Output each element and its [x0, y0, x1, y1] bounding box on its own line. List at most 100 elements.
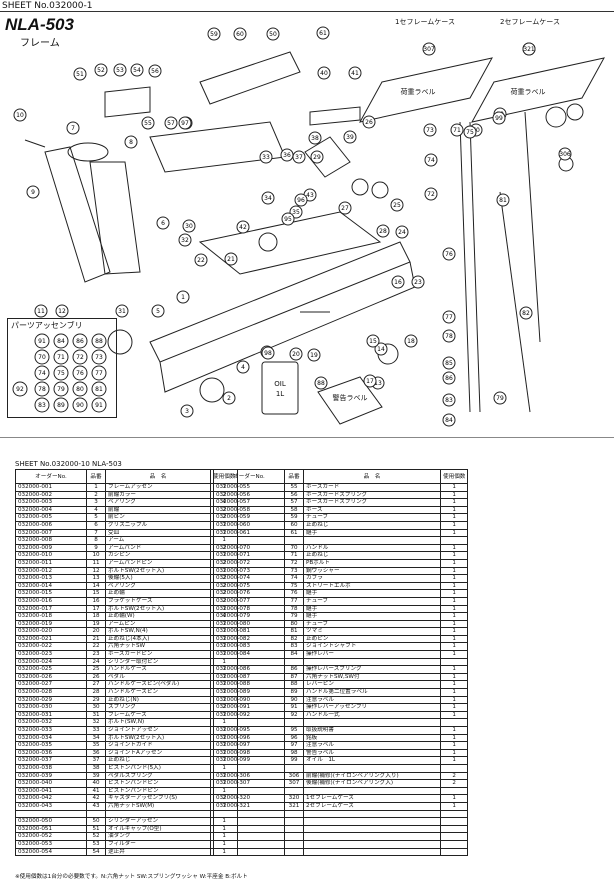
table-row — [213, 536, 469, 545]
order-no-cell — [213, 832, 285, 841]
order-no-cell — [213, 657, 285, 667]
ref-cell: 81 — [284, 627, 304, 636]
cylinder — [199, 51, 301, 105]
callout-number: 41 — [351, 70, 359, 77]
callout-circle — [141, 116, 155, 130]
frame-case-1 — [359, 57, 493, 123]
order-no-cell: 032000-019 — [15, 619, 87, 629]
ref-cell: 86 — [284, 665, 304, 674]
name-cell: ピストンパンド(5入) — [105, 763, 211, 773]
callout-number: 306 — [559, 151, 571, 158]
front-wheel-2 — [199, 377, 225, 403]
order-no-cell: 032000-022 — [15, 642, 87, 652]
order-no-cell: 032000-077 — [213, 596, 285, 606]
name-cell — [303, 817, 441, 826]
qty-cell: 1 — [439, 794, 469, 803]
order-no-cell: 032000-027 — [15, 680, 87, 690]
order-no-cell: 032000-016 — [15, 596, 87, 606]
callout-number: 30 — [185, 223, 193, 230]
table-row — [213, 763, 469, 773]
callout-circle — [156, 216, 170, 230]
assembly-title: パーツアッセンブリ — [11, 321, 83, 330]
order-no-cell: 032000-037 — [15, 756, 87, 765]
ref-cell: 23 — [86, 650, 106, 659]
qty-cell: 1 — [439, 596, 469, 606]
order-no-cell: 032000-059 — [213, 513, 285, 522]
name-cell: 六角ナットSW — [105, 642, 211, 652]
order-no-cell: 032000-082 — [213, 634, 285, 644]
callout-number: 79 — [496, 395, 504, 402]
order-no-cell: 032000-056 — [213, 490, 285, 500]
callout-circle — [55, 304, 69, 318]
order-no-cell — [213, 763, 285, 773]
name-cell: 六角ナットSW,SW付 — [303, 672, 441, 682]
name-cell: レバーピン — [303, 680, 441, 690]
ref-cell — [284, 786, 304, 796]
ref-cell: 74 — [284, 574, 304, 583]
assembly-circle — [53, 381, 69, 397]
ref-cell: 306 — [284, 771, 304, 781]
ref-cell: 29 — [86, 695, 106, 705]
order-no-cell: 032000-074 — [213, 574, 285, 583]
callout-circle — [261, 191, 275, 205]
callout-number: 52 — [97, 67, 105, 74]
callout-number: 14 — [377, 346, 385, 353]
header-name: 品 名 — [303, 469, 441, 484]
assembly-number: 83 — [38, 402, 46, 409]
qty-cell: 1 — [439, 680, 469, 690]
order-no-cell: 032000-026 — [15, 672, 87, 682]
callout-circle — [222, 391, 236, 405]
callout-circle — [348, 66, 362, 80]
qty-cell: 1 — [439, 710, 469, 720]
assembly-number: 70 — [38, 354, 46, 361]
name-cell: ハンドルケースピン — [105, 688, 211, 697]
name-cell: 止め輪 — [105, 589, 211, 598]
name-cell: チューブ — [303, 596, 441, 606]
manual-label: 警告ラベル — [333, 393, 368, 402]
name-cell: ホースガードスプリング — [303, 490, 441, 500]
ref-cell: 99 — [284, 756, 304, 765]
callout-circle — [151, 304, 165, 318]
qty-cell: 1 — [439, 574, 469, 583]
ref-cell: 24 — [86, 657, 106, 667]
callout-circle — [259, 150, 273, 164]
oil-text-1: OIL — [274, 380, 286, 388]
callout-number: 307 — [423, 46, 435, 53]
name-cell: ペダル — [105, 672, 211, 682]
callout-number: 88 — [317, 380, 325, 387]
order-no-cell: 032000-024 — [15, 657, 87, 667]
order-no-cell — [213, 536, 285, 545]
callout-circle — [148, 64, 162, 78]
name-cell: 継手 — [303, 589, 441, 598]
ref-cell — [284, 763, 304, 773]
name-cell: ハンドル第二位置ラベル — [303, 688, 441, 697]
table-row — [213, 718, 469, 727]
name-cell: ホースガード — [303, 483, 441, 492]
callout-number: 82 — [522, 310, 530, 317]
callout-number: 56 — [151, 68, 159, 75]
qty-cell: 1 — [439, 748, 469, 758]
